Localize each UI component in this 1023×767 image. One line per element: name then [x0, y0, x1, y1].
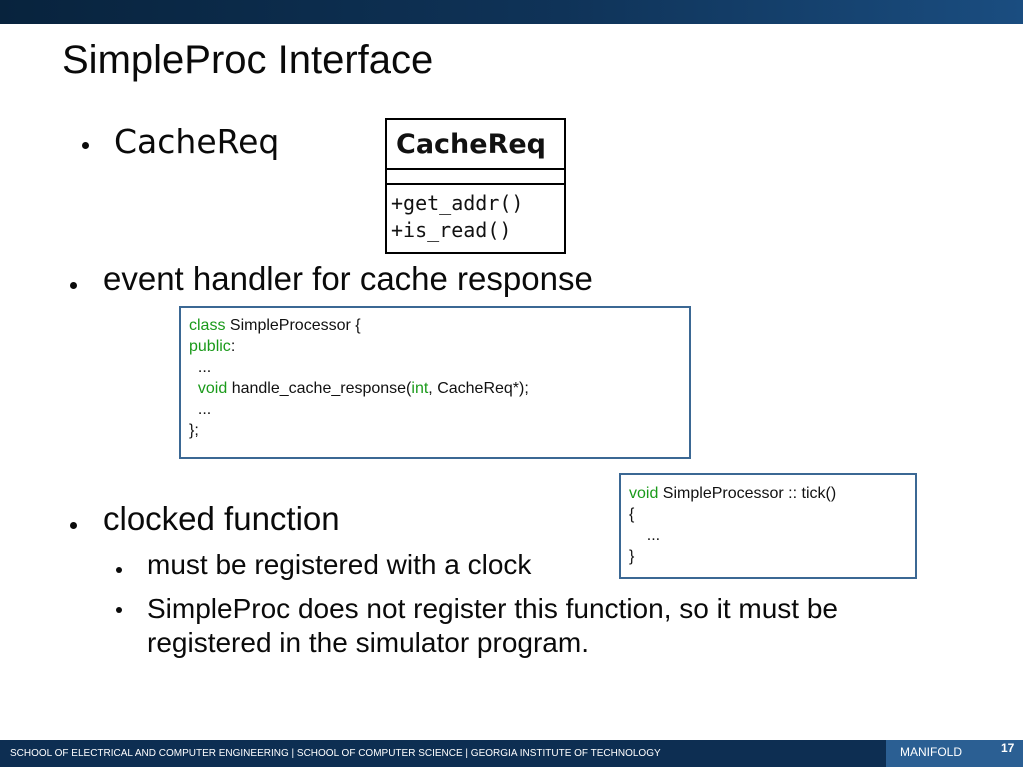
- uml-operation: +is_read(): [391, 218, 512, 242]
- top-banner: [0, 0, 1023, 24]
- code-line: ...: [629, 527, 661, 544]
- code-line: public:: [189, 336, 681, 357]
- bullet-dot: [116, 607, 122, 613]
- bullet-dot: [82, 142, 89, 149]
- subbullet-registered-clock: must be registered with a clock: [114, 549, 531, 581]
- bullet-cachereq: CacheReq: [82, 122, 280, 161]
- uml-class-name: CacheReq: [387, 120, 564, 170]
- code-text: SimpleProcessor {: [225, 317, 361, 334]
- code-line: class SimpleProcessor {: [189, 315, 681, 336]
- slide-title: SimpleProc Interface: [62, 38, 434, 82]
- code-indent: [189, 380, 198, 397]
- code-box-tick-function: void SimpleProcessor :: tick() { ... }: [619, 473, 917, 579]
- code-text: , CacheReq*);: [428, 380, 529, 397]
- bullet-text: event handler for cache response: [103, 260, 593, 297]
- uml-operation: +get_addr(): [391, 191, 524, 215]
- bullet-text: clocked function: [103, 500, 340, 537]
- page-number: 17: [1001, 741, 1015, 755]
- bullet-dot: [70, 282, 77, 289]
- bullet-dot: [116, 567, 122, 573]
- code-keyword: void: [197, 380, 228, 397]
- code-line: ...: [189, 359, 212, 376]
- uml-attributes-section: [387, 170, 564, 185]
- code-line: {: [629, 506, 635, 523]
- code-line: };: [189, 422, 199, 439]
- bullet-text: must be registered with a clock: [147, 549, 532, 580]
- code-line: ...: [189, 401, 212, 418]
- code-line: }: [629, 548, 635, 565]
- bullet-clocked-function: clocked function: [70, 500, 340, 538]
- code-text: :: [230, 338, 236, 355]
- code-keyword: class: [189, 317, 226, 334]
- bullet-text: CacheReq: [114, 122, 280, 161]
- footer-bar: [0, 740, 886, 767]
- bullet-text: SimpleProc does not register this functi…: [147, 593, 838, 658]
- code-line: void handle_cache_response(int, CacheReq…: [189, 378, 681, 399]
- footer-project-label: MANIFOLD: [900, 745, 963, 759]
- code-keyword: int: [411, 380, 429, 397]
- code-box-class-declaration: class SimpleProcessor { public: ... void…: [179, 306, 691, 459]
- code-line: void SimpleProcessor :: tick(): [629, 483, 907, 504]
- code-keyword: public: [189, 338, 231, 355]
- footer-institution-text: SCHOOL OF ELECTRICAL AND COMPUTER ENGINE…: [10, 748, 661, 759]
- bullet-event-handler: event handler for cache response: [70, 260, 593, 298]
- bullet-dot: [70, 522, 77, 529]
- uml-class-diagram: CacheReq +get_addr() +is_read(): [385, 118, 566, 254]
- uml-operations-section: +get_addr() +is_read(): [387, 185, 564, 244]
- code-text: handle_cache_response(: [227, 380, 412, 397]
- subbullet-simulator-program: SimpleProc does not register this functi…: [114, 592, 914, 660]
- code-keyword: void: [629, 485, 659, 502]
- footer-accent-bar: [886, 740, 1023, 767]
- code-text: SimpleProcessor :: tick(): [658, 485, 837, 502]
